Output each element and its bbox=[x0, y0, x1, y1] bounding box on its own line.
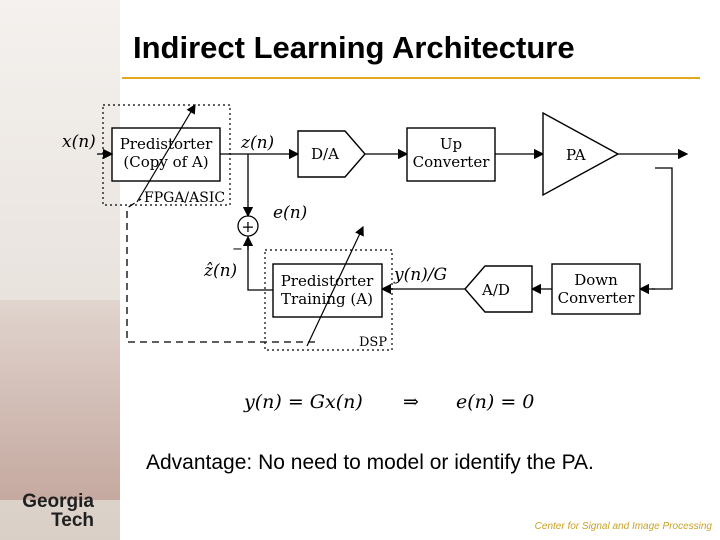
title-underline bbox=[122, 77, 700, 79]
power-amplifier-block bbox=[542, 111, 620, 197]
block-diagram: FPGA/ASIC DSP Predistorter (Copy of A) x… bbox=[62, 103, 689, 351]
campus-tower-image bbox=[0, 300, 120, 500]
ad-label: A/D bbox=[481, 281, 510, 299]
down-converter-label-2: Converter bbox=[558, 289, 636, 307]
up-converter-label-1: Up bbox=[440, 135, 462, 153]
equation-left: y(n) = Gx(n) bbox=[243, 391, 363, 413]
dsp-label: DSP bbox=[359, 335, 387, 350]
signal-y-over-g: y(n)/G bbox=[393, 265, 447, 285]
signal-z-hat: ẑ(n) bbox=[203, 261, 237, 281]
predistorter-copy-label-1: Predistorter bbox=[120, 135, 213, 153]
predistorter-training-label-2: Training (A) bbox=[281, 290, 373, 308]
equation-right: e(n) = 0 bbox=[456, 391, 534, 413]
fpga-asic-label: FPGA/ASIC bbox=[144, 190, 225, 206]
signal-e: e(n) bbox=[273, 203, 307, 223]
advantage-text: Advantage: No need to model or identify … bbox=[146, 451, 594, 474]
equation: y(n) = Gx(n) ⇒ e(n) = 0 bbox=[243, 391, 534, 413]
equation-implies: ⇒ bbox=[403, 391, 419, 413]
da-converter-block bbox=[297, 130, 366, 178]
ad-converter-block bbox=[464, 265, 533, 313]
summing-plus: + bbox=[241, 217, 254, 236]
logo-line-2: Tech bbox=[51, 510, 94, 531]
logo-line-1: Georgia bbox=[22, 491, 94, 512]
footer-text: Center for Signal and Image Processing bbox=[534, 521, 712, 532]
down-converter-block bbox=[551, 263, 641, 315]
fpga-asic-region bbox=[102, 104, 231, 206]
summing-minus: − bbox=[232, 242, 243, 257]
signal-z: z(n) bbox=[240, 133, 274, 153]
signal-x: x(n) bbox=[62, 132, 96, 152]
georgia-tech-logo: Georgia Tech bbox=[14, 492, 94, 530]
da-label: D/A bbox=[311, 145, 339, 163]
predistorter-training-label-1: Predistorter bbox=[281, 272, 374, 290]
up-converter-label-2: Converter bbox=[413, 153, 491, 171]
pa-label: PA bbox=[566, 146, 586, 164]
predistorter-copy-label-2: (Copy of A) bbox=[123, 153, 208, 171]
predistorter-training-block bbox=[272, 263, 383, 318]
dsp-region bbox=[264, 249, 393, 351]
sidebar-background bbox=[0, 0, 120, 540]
slide-title: Indirect Learning Architecture bbox=[133, 30, 575, 65]
down-converter-label-1: Down bbox=[574, 271, 618, 289]
